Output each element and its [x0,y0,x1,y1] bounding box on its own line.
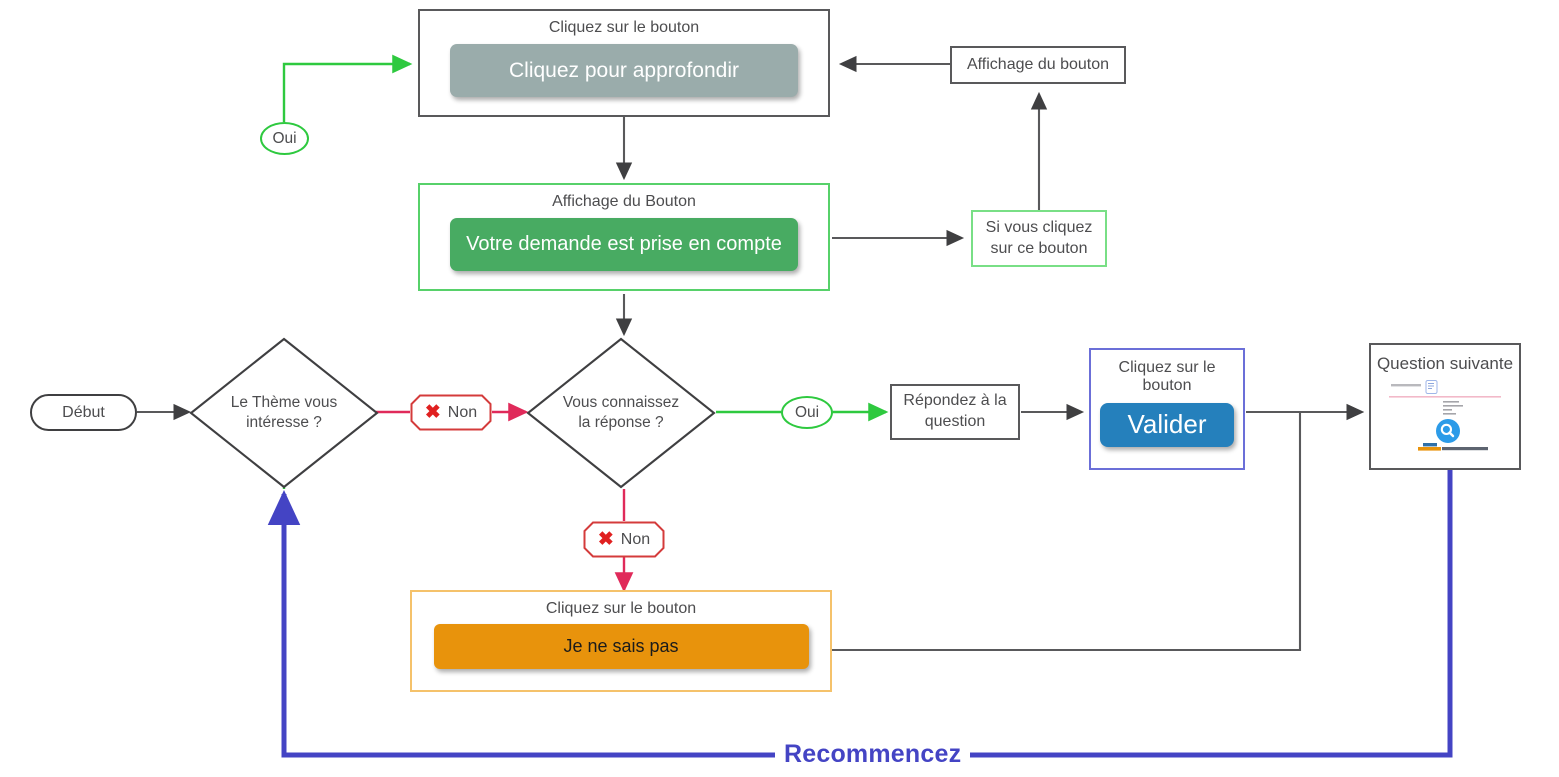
button-cliquez-pour-approfondir-label: Cliquez pour approfondir [509,58,739,82]
node-panel-valider: Cliquez sur le bouton Valider [1089,348,1245,470]
node-affichage-du-bouton-label: Affichage du bouton [966,55,1110,73]
button-je-ne-sais-pas-label: Je ne sais pas [563,636,679,657]
octagon-shape-non-theme [410,394,492,431]
button-je-ne-sais-pas[interactable]: Je ne sais pas [433,624,809,670]
edge-theme-yes-upper [282,54,413,122]
node-panel-prise-en-compte: Affichage du Bouton Votre demande est pr… [418,183,830,291]
node-si-vous-cliquez-label: Si vous cliquez sur ce bouton [985,218,1093,257]
node-affichage-du-bouton: Affichage du bouton [950,46,1126,84]
node-decision-answer: Vous connaissez la réponse ? [526,337,716,489]
node-repondez-a-la-question-label: Répondez à la question [903,392,1007,430]
node-question-suivante-label: Question suivante [1376,354,1514,373]
label-non-theme-text: Non [447,403,478,421]
node-panel-approfondir: Cliquez sur le bouton Cliquez pour appro… [418,9,830,117]
button-votre-demande-est-prise-en-compte[interactable]: Votre demande est prise en compte [450,218,798,272]
label-non-theme: ✖ Non [410,394,492,431]
x-mark-icon: ✖ [597,529,614,550]
node-decision-theme: Le Thème vous intéresse ? [189,337,379,489]
octagon-shape-non-answer [583,521,665,558]
node-decision-answer-label: Vous connaissez la réponse ? [562,394,680,431]
button-votre-demande-est-prise-en-compte-label: Votre demande est prise en compte [466,233,782,256]
label-oui-answer: Oui [781,396,833,429]
panel-prise-en-compte-caption: Affichage du Bouton [552,193,696,210]
node-panel-je-ne-sais-pas: Cliquez sur le bouton Je ne sais pas [410,590,832,692]
diamond-shape-answer [526,337,716,489]
panel-valider-caption: Cliquez sur le bouton [1118,359,1216,395]
node-start-label: Début [62,403,105,421]
thumbnail-mock-icon [1389,380,1501,451]
label-oui-theme-text: Oui [272,129,297,147]
question-suivante-thumbnail [1385,380,1505,454]
button-valider[interactable]: Valider [1100,402,1234,447]
panel-approfondir-caption: Cliquez sur le bouton [548,19,700,36]
button-valider-label: Valider [1127,409,1207,440]
label-oui-theme: Oui [260,122,309,155]
node-repondez-a-la-question: Répondez à la question [890,384,1020,440]
button-cliquez-pour-approfondir[interactable]: Cliquez pour approfondir [450,44,798,98]
label-oui-answer-text: Oui [794,403,820,421]
edge-jenesaispas-to-question [832,403,1365,652]
node-question-suivante: Question suivante [1369,343,1521,470]
panel-je-ne-sais-pas-caption: Cliquez sur le bouton [545,600,697,617]
label-non-answer: ✖ Non [583,521,665,558]
node-si-vous-cliquez: Si vous cliquez sur ce bouton [971,210,1107,267]
x-mark-icon: ✖ [424,402,441,423]
node-decision-theme-label: Le Thème vous intéresse ? [230,394,338,431]
label-non-answer-text: Non [620,530,651,548]
node-start: Début [30,394,137,431]
diamond-shape-theme [189,337,379,489]
label-recommencez: Recommencez [775,740,971,769]
label-recommencez-text: Recommencez [784,740,962,768]
